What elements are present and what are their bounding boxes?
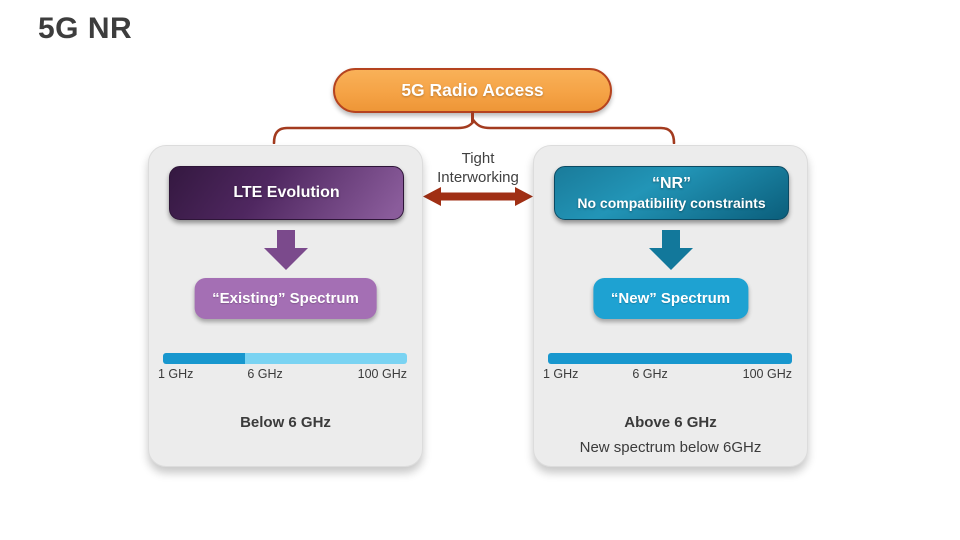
spectrum-bar	[548, 353, 792, 364]
tick-6ghz: 6 GHz	[632, 367, 668, 381]
tick-1ghz: 1 GHz	[543, 367, 579, 381]
panel-footer-bold: Below 6 GHz	[240, 414, 331, 431]
tight-interworking-label: Tight Interworking	[423, 149, 533, 187]
lte-evolution-node: LTE Evolution	[169, 166, 404, 220]
tick-6ghz: 6 GHz	[247, 367, 283, 381]
spectrum-ticks: 1 GHz 6 GHz 100 GHz	[543, 367, 792, 383]
existing-spectrum-node: “Existing” Spectrum	[194, 278, 377, 319]
nr-title: “NR”	[651, 175, 692, 192]
down-arrow-icon	[649, 230, 693, 270]
panel-footer-bold: Above 6 GHz	[624, 414, 717, 431]
spectrum-bar	[163, 353, 407, 364]
spectrum-ticks: 1 GHz 6 GHz 100 GHz	[158, 367, 407, 383]
tight-interworking-line1: Tight	[461, 150, 495, 167]
down-arrow-icon	[264, 230, 308, 270]
page-title: 5G NR	[38, 12, 133, 45]
tight-interworking-line2: Interworking	[437, 169, 519, 186]
new-spectrum-label: “New” Spectrum	[610, 290, 731, 307]
root-node-5g-radio-access: 5G Radio Access	[333, 68, 612, 113]
lte-evolution-title: LTE Evolution	[233, 184, 340, 201]
connector-stem	[471, 111, 474, 122]
tick-100ghz: 100 GHz	[742, 367, 792, 381]
nr-subtitle: No compatibility constraints	[577, 195, 766, 211]
brace-icon	[272, 119, 676, 144]
panel-lte-evolution: LTE Evolution “Existing” Spectrum 1 GHz …	[148, 145, 423, 467]
nr-node: “NR” No compatibility constraints	[554, 166, 789, 220]
tick-1ghz: 1 GHz	[158, 367, 194, 381]
new-spectrum-node: “New” Spectrum	[592, 278, 749, 319]
root-node-label: 5G Radio Access	[401, 80, 544, 100]
spectrum-bar-segment-low	[163, 353, 245, 364]
tick-100ghz: 100 GHz	[357, 367, 407, 381]
panel-nr: “NR” No compatibility constraints “New” …	[533, 145, 808, 467]
panel-footer-note: New spectrum below 6GHz	[579, 439, 762, 456]
double-arrow-icon	[423, 187, 533, 206]
existing-spectrum-label: “Existing” Spectrum	[212, 290, 359, 307]
spectrum-bar-segment-high	[244, 353, 407, 364]
spectrum-bar-segment-full	[548, 353, 792, 364]
